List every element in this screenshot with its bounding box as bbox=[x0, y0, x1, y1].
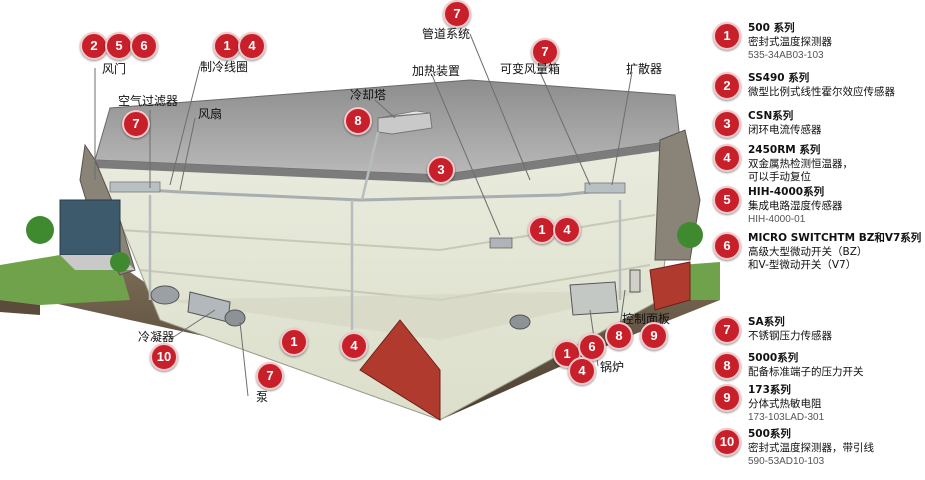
label-cooling-coil: 制冷线圈 bbox=[200, 60, 249, 74]
heating-unit bbox=[489, 237, 513, 249]
label-fan: 风扇 bbox=[198, 107, 223, 121]
legend-desc: 双金属热检测恒温器， 可以手动复位 bbox=[748, 157, 853, 184]
leader-lines bbox=[94, 33, 633, 397]
legend-desc: 不锈钢压力传感器 bbox=[748, 329, 832, 342]
boiler bbox=[569, 281, 619, 316]
legend-badge: 6 bbox=[713, 232, 741, 260]
callout-badge: 2 bbox=[80, 32, 108, 60]
label-boiler: 锅炉 bbox=[600, 360, 625, 374]
brick-corner-front bbox=[359, 319, 441, 421]
shrub-1 bbox=[26, 216, 54, 244]
legend-part: HIH-4000-01 bbox=[748, 214, 806, 225]
entrance bbox=[59, 199, 121, 256]
callout-badge: 1 bbox=[280, 328, 308, 356]
legend-title: MICRO SWITCHTM BZ和V7系列 bbox=[748, 232, 922, 244]
vav-box bbox=[584, 182, 626, 194]
legend-title: SS490 系列 bbox=[748, 72, 810, 84]
legend-part: 535-34AB03-103 bbox=[748, 50, 824, 61]
legend-title: SA系列 bbox=[748, 316, 785, 328]
callout-badge: 6 bbox=[130, 32, 158, 60]
legend-badge: 2 bbox=[713, 72, 741, 100]
label-ductwork: 管道系统 bbox=[422, 27, 471, 41]
callout-badge: 9 bbox=[640, 322, 668, 350]
legend-title: 500系列 bbox=[748, 428, 791, 440]
air-handler bbox=[109, 181, 161, 193]
shrub-2 bbox=[110, 252, 130, 272]
legend-title: 2450RM 系列 bbox=[748, 144, 821, 156]
legend-desc: 密封式温度探测器，带引线 bbox=[748, 441, 874, 454]
legend-part: 173-103LAD-301 bbox=[748, 412, 825, 423]
tank-left bbox=[150, 285, 180, 305]
legend-desc: 集成电路湿度传感器 bbox=[748, 199, 843, 212]
legend-desc: 分体式热敏电阻 bbox=[748, 397, 822, 410]
legend-title: CSN系列 bbox=[748, 110, 794, 122]
callout-badge: 7 bbox=[122, 110, 150, 138]
floor-line-upper bbox=[119, 214, 656, 252]
basement-floor bbox=[160, 290, 650, 340]
legend-desc: 密封式温度探测器 bbox=[748, 35, 832, 48]
legend-desc: 微型比例式线性霍尔效应传感器 bbox=[748, 85, 895, 98]
label-condenser: 冷凝器 bbox=[138, 330, 175, 344]
label-cooling-tower: 冷却塔 bbox=[350, 88, 387, 102]
label-pump: 泵 bbox=[256, 390, 269, 404]
callout-badge: 6 bbox=[578, 333, 606, 361]
legend-badge: 7 bbox=[713, 316, 741, 344]
legend-badge: 10 bbox=[713, 428, 741, 456]
callout-badge: 4 bbox=[553, 216, 581, 244]
shrub-3 bbox=[677, 222, 703, 248]
legend-badge: 3 bbox=[713, 110, 741, 138]
legend-title: 500 系列 bbox=[748, 22, 795, 34]
legend-desc: 配备标准端子的压力开关 bbox=[748, 365, 864, 378]
legend-badge: 5 bbox=[713, 186, 741, 214]
cooling-tower bbox=[377, 112, 433, 135]
lawn-edge bbox=[0, 300, 40, 315]
brick-corner-right bbox=[649, 261, 691, 311]
legend-badge: 8 bbox=[713, 352, 741, 380]
pipe-tower bbox=[360, 131, 380, 201]
legend-badge: 1 bbox=[713, 22, 741, 50]
label-air-filter: 空气过滤器 bbox=[118, 94, 179, 108]
legend-title: 5000系列 bbox=[748, 352, 799, 364]
legend-desc: 高级大型微动开关（BZ） 和V-型微动开关（V7） bbox=[748, 245, 868, 272]
callout-badge: 4 bbox=[340, 332, 368, 360]
label-damper: 风门 bbox=[102, 62, 127, 76]
legend-part: 590-53AD10-103 bbox=[748, 456, 825, 467]
cooling-tower-top bbox=[377, 110, 431, 119]
pump-body bbox=[224, 309, 246, 327]
legend-desc: 闭环电流传感器 bbox=[748, 123, 822, 136]
callout-badge: 1 bbox=[213, 32, 241, 60]
legend-title: 173系列 bbox=[748, 384, 791, 396]
callout-badge: 4 bbox=[238, 32, 266, 60]
legend-badge: 9 bbox=[713, 384, 741, 412]
callout-badge: 1 bbox=[528, 216, 556, 244]
label-heater: 加热装置 bbox=[412, 64, 461, 78]
control-panel bbox=[629, 269, 641, 293]
boiler-pump bbox=[509, 314, 531, 330]
callout-badge: 4 bbox=[568, 357, 596, 385]
legend-badge: 4 bbox=[713, 144, 741, 172]
label-vav-box: 可变风量箱 bbox=[500, 62, 561, 76]
callout-badge: 8 bbox=[605, 322, 633, 350]
roof-edge bbox=[95, 140, 680, 183]
label-diffuser: 扩散器 bbox=[626, 62, 663, 76]
callout-badge: 7 bbox=[531, 38, 559, 66]
legend: 1 500 系列密封式温度探测器 535-34AB03-103 2 SS490 系… bbox=[710, 10, 922, 472]
callout-badge: 8 bbox=[344, 107, 372, 135]
callout-badge: 10 bbox=[150, 343, 178, 371]
legend-title: HIH-4000系列 bbox=[748, 186, 825, 198]
callout-badge: 5 bbox=[105, 32, 133, 60]
callout-badge: 7 bbox=[443, 0, 471, 28]
callout-badge: 3 bbox=[427, 156, 455, 184]
callout-badge: 7 bbox=[256, 362, 284, 390]
